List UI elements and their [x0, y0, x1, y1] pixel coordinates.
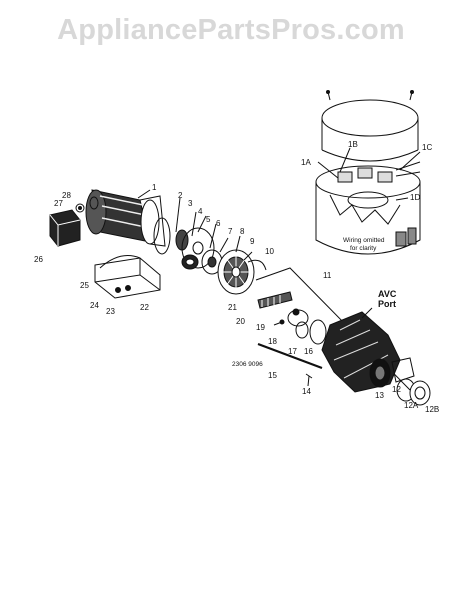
ring-16	[309, 319, 327, 345]
label-12b: 12B	[425, 405, 439, 414]
label-4: 4	[198, 207, 203, 216]
label-12: 12	[392, 385, 401, 394]
label-10: 10	[265, 247, 274, 256]
pump-body	[321, 311, 401, 393]
label-2: 2	[178, 191, 183, 200]
terminal-board	[315, 161, 421, 255]
plug-12b	[409, 380, 431, 406]
motor-end-cover	[321, 90, 419, 162]
label-17: 17	[288, 347, 297, 356]
label-27: 27	[54, 199, 63, 208]
label-1a: 1A	[301, 158, 311, 167]
label-15: 15	[268, 371, 277, 380]
label-28: 28	[62, 191, 71, 200]
label-7: 7	[228, 227, 233, 236]
label-14: 14	[302, 387, 311, 396]
label-13: 13	[375, 391, 384, 400]
label-23: 23	[106, 307, 115, 316]
base-bracket	[94, 255, 161, 299]
capacitor-box	[49, 209, 81, 247]
label-8: 8	[240, 227, 245, 236]
part-labels: 1 1A 1B 1C 1D 2 3 4 5 6 7 8 9 10 11 12 1…	[34, 140, 439, 414]
label-22: 22	[140, 303, 149, 312]
label-11: 11	[323, 271, 332, 280]
label-1: 1	[152, 183, 157, 192]
label-1d: 1D	[410, 193, 420, 202]
label-25: 25	[80, 281, 89, 290]
nozzle-assembly	[257, 291, 309, 327]
bolt-14	[305, 373, 313, 387]
label-26: 26	[34, 255, 43, 264]
impeller	[217, 249, 255, 295]
label-1c: 1C	[422, 143, 432, 152]
drawing-code: 2306 9096	[232, 361, 263, 368]
label-24: 24	[90, 301, 99, 310]
motor-housing	[85, 189, 166, 247]
wiring-note-line1: Wiring omitted	[343, 237, 385, 244]
label-16: 16	[304, 347, 313, 356]
label-3: 3	[188, 199, 193, 208]
watermark: AppliancePartsPros.com	[57, 14, 405, 46]
label-5: 5	[206, 215, 211, 224]
label-9: 9	[250, 237, 255, 246]
avc-port-label-line1: AVC	[378, 289, 397, 299]
ring-17	[295, 321, 309, 339]
label-12a: 12A	[404, 401, 419, 410]
label-1b: 1B	[348, 140, 358, 149]
label-21: 21	[228, 303, 237, 312]
o-ring-10	[247, 259, 267, 271]
fitting-12	[391, 357, 415, 383]
label-19: 19	[256, 323, 265, 332]
washer-27	[75, 203, 85, 213]
label-18: 18	[268, 337, 277, 346]
label-20: 20	[236, 317, 245, 326]
rod-15	[257, 342, 323, 370]
avc-port-label-line2: Port	[378, 299, 396, 309]
nut-28	[89, 196, 99, 210]
label-6: 6	[216, 219, 221, 228]
wiring-note-line2: for clarity	[350, 245, 377, 252]
